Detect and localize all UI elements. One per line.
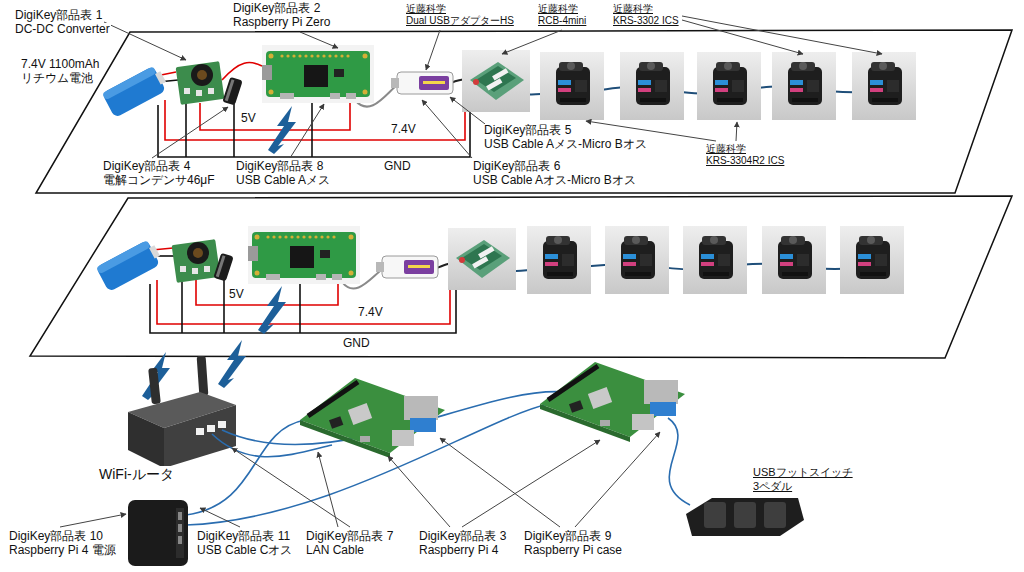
part-name: Raspberry Pi Zero	[232, 16, 331, 30]
part-name: 電解コンデンサ46μF	[102, 174, 216, 188]
rcb-board	[462, 50, 530, 112]
raspberry-pi-zero	[248, 226, 360, 284]
ground-label: GND	[383, 160, 412, 174]
part-name: Raspberry Pi case	[523, 544, 623, 558]
ground-label: GND	[342, 337, 371, 351]
maker-name: 近藤科学	[705, 143, 747, 155]
servo	[527, 226, 591, 294]
wifi-router	[128, 356, 236, 468]
dc-dc-converter	[176, 61, 225, 105]
robot-plane	[36, 30, 1012, 193]
robot-plane	[30, 196, 1012, 358]
servo	[605, 226, 669, 294]
part-name: WiFi-ルータ	[98, 466, 175, 482]
part-name: RCB-4mini	[537, 15, 587, 27]
maker-name: 近藤科学	[405, 3, 447, 15]
part-name: KRS-3304R2 ICS	[705, 155, 785, 167]
part-name: リチウム電池	[20, 72, 94, 86]
part-name: Raspberry Pi 4 電源	[8, 544, 117, 558]
servo	[683, 226, 747, 294]
power-supply	[128, 500, 188, 566]
wireless-symbol	[218, 340, 246, 388]
raspberry-pi-zero	[262, 45, 374, 103]
raspberry-pi-4	[540, 362, 685, 442]
servo	[697, 52, 761, 120]
servo	[620, 52, 684, 120]
part-name: USBフットスイッチ	[752, 466, 854, 479]
servo	[840, 226, 904, 294]
part-name: Dual USBアダプターHS	[405, 15, 515, 27]
part-name: USB Cable Aオス-Micro Bオス	[472, 174, 637, 188]
dc-dc-converter	[172, 239, 221, 283]
wireless-symbol	[258, 286, 286, 334]
foot-switch	[686, 498, 804, 536]
servo	[772, 52, 836, 120]
part-number: DigiKey部品表 8	[235, 160, 324, 174]
battery	[102, 64, 170, 118]
part-number: DigiKey部品表 3	[418, 530, 507, 544]
wireless-symbol	[268, 106, 296, 154]
part-number: DigiKey部品表 2	[232, 2, 321, 16]
servo	[540, 52, 604, 120]
raspberry-pi-4	[300, 378, 445, 458]
capacitor	[213, 253, 233, 282]
capacitor	[222, 77, 242, 106]
servo	[762, 226, 826, 294]
part-number: DigiKey部品表 1	[14, 9, 103, 23]
maker-name: 近藤科学	[612, 3, 654, 15]
servo	[852, 52, 916, 120]
part-name: DC-DC Converter	[14, 23, 111, 37]
leader-lines	[60, 16, 882, 527]
voltage-label: 7.4V	[357, 306, 384, 320]
part-number: DigiKey部品表 6	[472, 160, 561, 174]
part-number: DigiKey部品表 7	[305, 530, 394, 544]
part-number: DigiKey部品表 11	[196, 530, 291, 544]
part-number: DigiKey部品表 4	[102, 160, 191, 174]
part-number: DigiKey部品表 10	[8, 530, 104, 544]
battery	[96, 238, 164, 292]
part-name: Raspberry Pi 4	[418, 544, 499, 558]
rcb-board	[448, 228, 516, 290]
part-name: 7.4V 1100mAh	[20, 58, 101, 72]
usb-adapter	[391, 72, 453, 94]
voltage-label: 7.4V	[390, 123, 417, 137]
part-name: KRS-3302 ICS	[612, 15, 680, 27]
part-number: DigiKey部品表 9	[523, 530, 612, 544]
maker-name: 近藤科学	[537, 3, 579, 15]
part-name: LAN Cable	[305, 544, 365, 558]
part-name: 3ペダル	[752, 480, 793, 493]
part-name: USB Cable Aメス-Micro Bオス	[483, 138, 648, 152]
part-name: USB Cable Cオス	[196, 544, 293, 558]
voltage-label: 5V	[240, 112, 257, 126]
part-number: DigiKey部品表 5	[483, 124, 572, 138]
usb-adapter	[376, 256, 438, 278]
part-name: USB Cable Aメス	[235, 174, 331, 188]
voltage-label: 5V	[228, 288, 245, 302]
